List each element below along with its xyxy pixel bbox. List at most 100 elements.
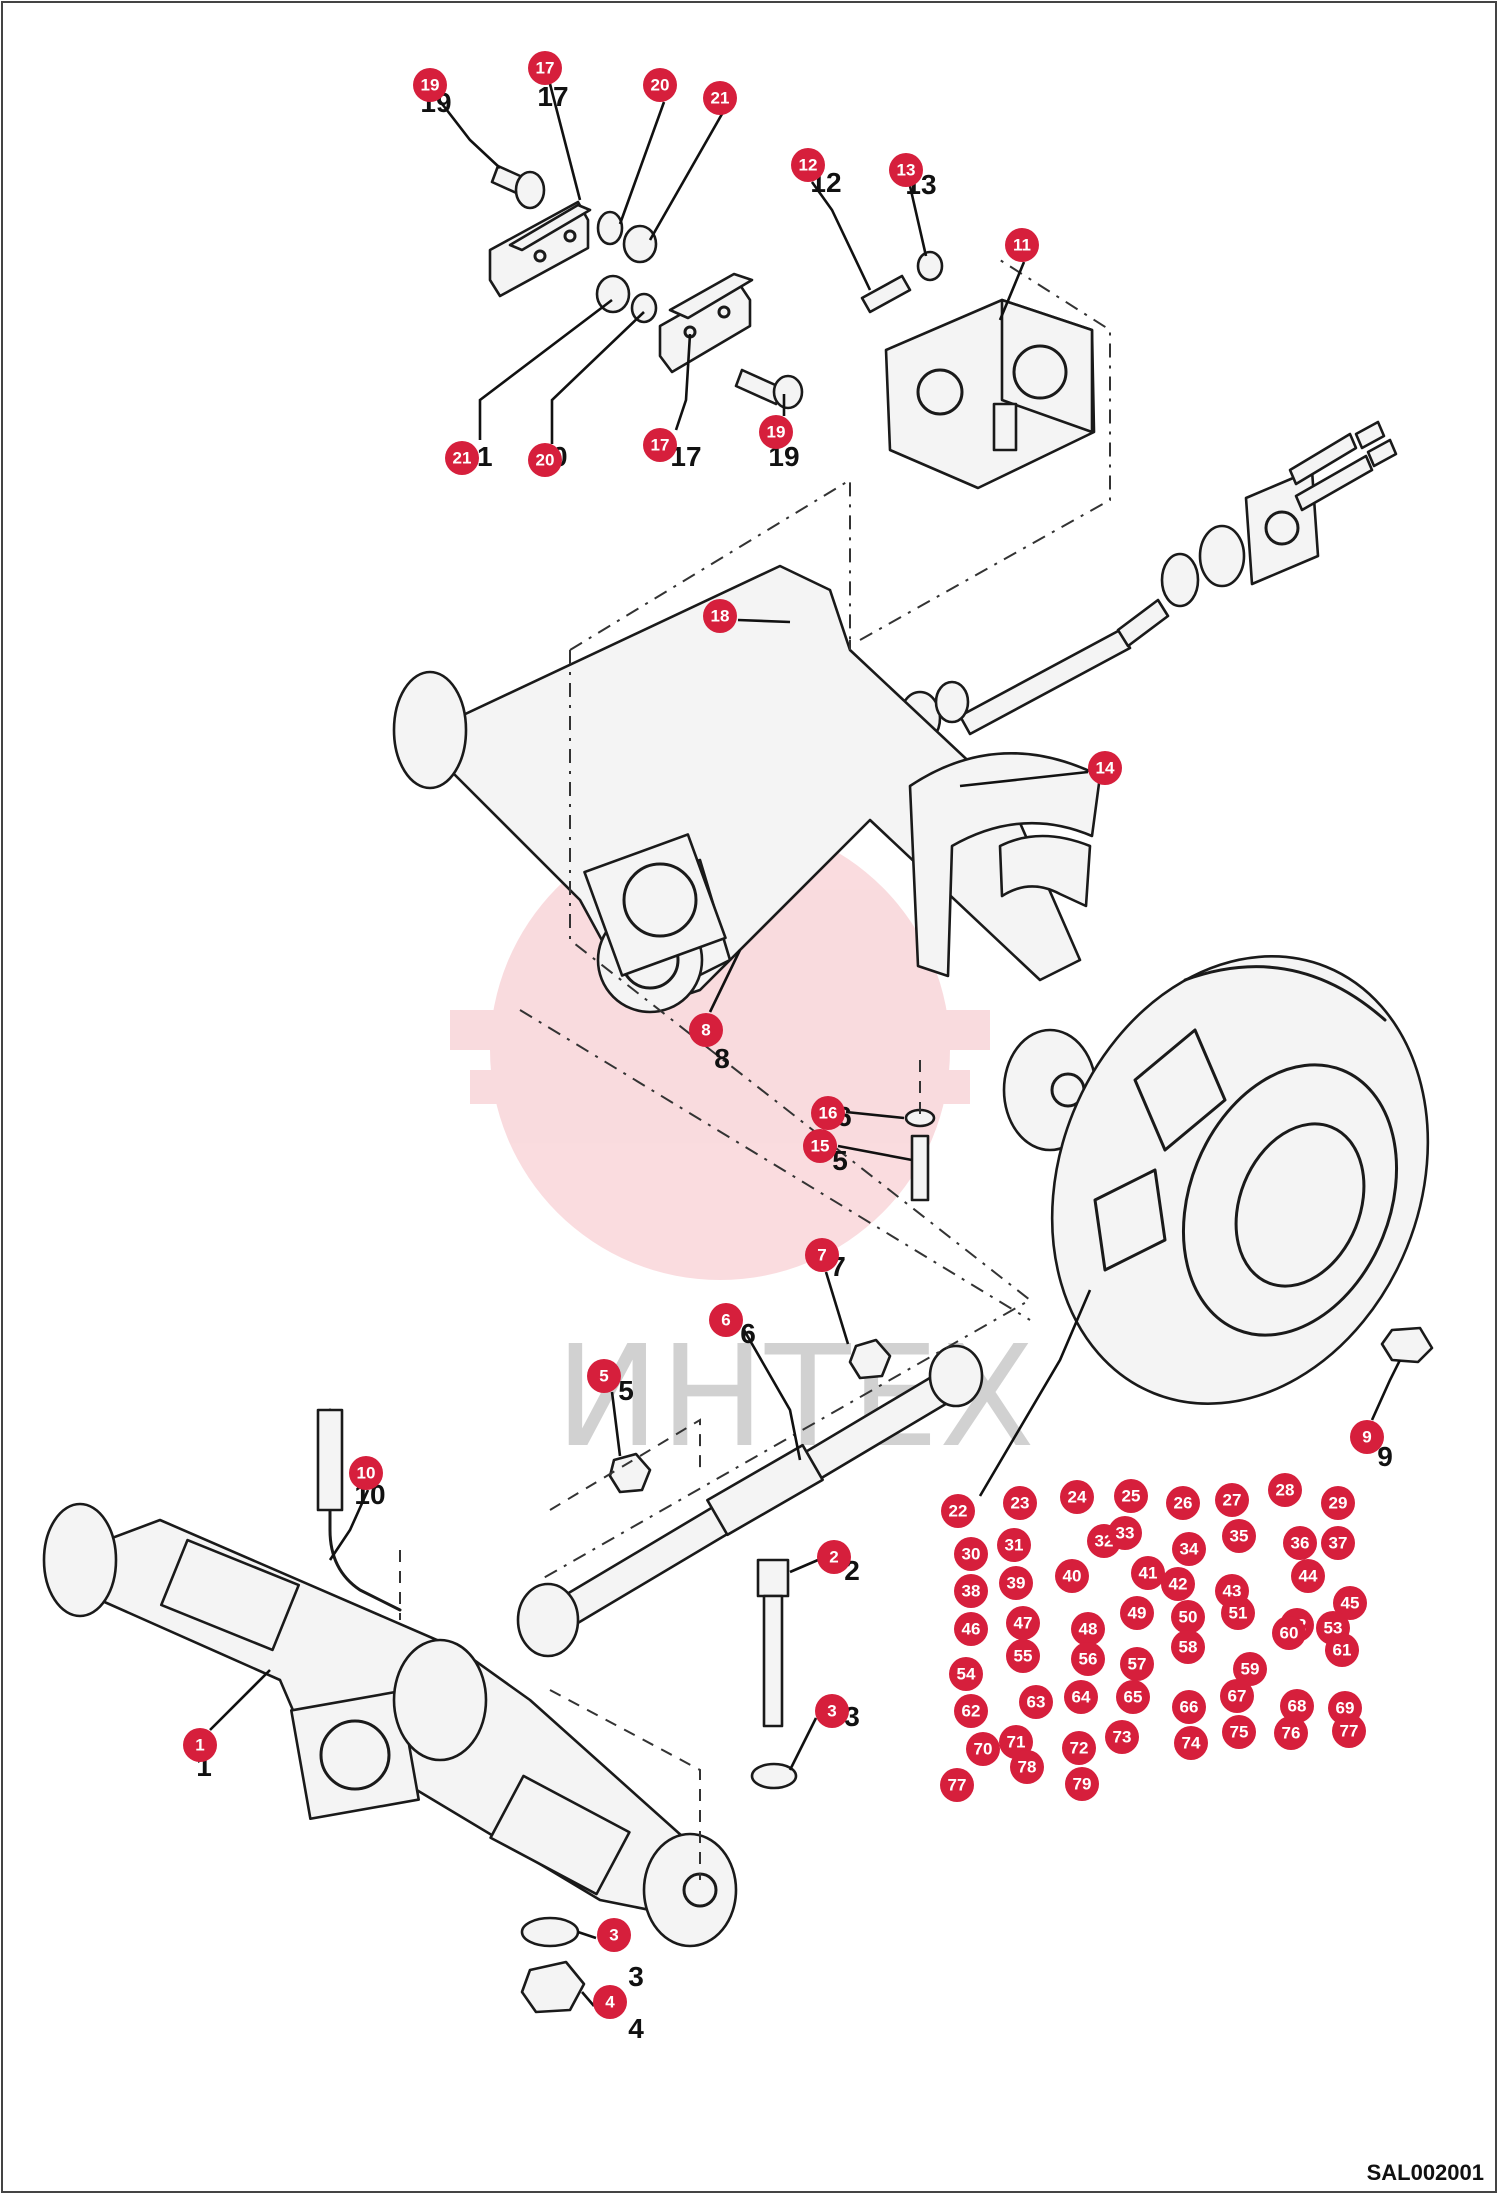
callout-badge[interactable]: 2 [817, 1540, 851, 1574]
callout-circle [1161, 1567, 1195, 1601]
callout-badge[interactable]: 77 [1332, 1714, 1366, 1748]
callout-badge[interactable]: 70 [966, 1732, 1000, 1766]
callout-badge[interactable]: 68 [1280, 1689, 1314, 1723]
callout-badge[interactable]: 62 [954, 1694, 988, 1728]
callout-number: 68 [1288, 1697, 1307, 1716]
callout-badge[interactable]: 17 [528, 51, 562, 85]
callout-circle [1233, 1652, 1267, 1686]
callout-badge[interactable]: 22 [941, 1494, 975, 1528]
callout-number: 54 [957, 1665, 976, 1684]
callout-badge[interactable]: 75 [1222, 1715, 1256, 1749]
part-label: 5 [618, 1375, 634, 1406]
callout-badge[interactable]: 41 [1131, 1556, 1165, 1590]
callout-number: 24 [1068, 1488, 1087, 1507]
callout-badge[interactable]: 24 [1060, 1480, 1094, 1514]
callout-badge[interactable]: 30 [954, 1537, 988, 1571]
callout-badge[interactable]: 39 [999, 1566, 1033, 1600]
callout-badge[interactable]: 9 [1350, 1420, 1384, 1454]
callout-badge[interactable]: 37 [1321, 1526, 1355, 1560]
callout-circle [445, 441, 479, 475]
callout-badge[interactable]: 19 [759, 415, 793, 449]
callout-badge[interactable]: 19 [413, 68, 447, 102]
callout-badge[interactable]: 74 [1174, 1726, 1208, 1760]
callout-badge[interactable]: 35 [1222, 1519, 1256, 1553]
callout-badge[interactable]: 18 [703, 599, 737, 633]
callout-badge[interactable]: 64 [1064, 1680, 1098, 1714]
callout-badge[interactable]: 61 [1325, 1633, 1359, 1667]
callout-badge[interactable]: 78 [1010, 1750, 1044, 1784]
callout-badge[interactable]: 47 [1006, 1606, 1040, 1640]
callout-badge[interactable]: 65 [1116, 1680, 1150, 1714]
callout-badge[interactable]: 21 [703, 81, 737, 115]
callout-circle [999, 1566, 1033, 1600]
callout-badge[interactable]: 42 [1161, 1567, 1195, 1601]
callout-badge[interactable]: 76 [1274, 1716, 1308, 1750]
callout-badge[interactable]: 77 [940, 1768, 974, 1802]
callout-badge[interactable]: 34 [1172, 1532, 1206, 1566]
callout-badge[interactable]: 54 [949, 1657, 983, 1691]
callout-number: 71 [1007, 1733, 1026, 1752]
callout-badge[interactable]: 20 [643, 68, 677, 102]
callout-badge[interactable]: 72 [1062, 1731, 1096, 1765]
callout-badge[interactable]: 1 [183, 1728, 217, 1762]
callout-circle [1006, 1639, 1040, 1673]
callout-badge[interactable]: 29 [1321, 1486, 1355, 1520]
callout-badge[interactable]: 48 [1071, 1612, 1105, 1646]
callout-number: 66 [1180, 1698, 1199, 1717]
callout-badge[interactable]: 3 [597, 1918, 631, 1952]
callout-badge[interactable]: 15 [803, 1129, 837, 1163]
callout-circle [954, 1574, 988, 1608]
callout-number: 28 [1276, 1481, 1295, 1500]
callout-circle [954, 1537, 988, 1571]
callout-badge[interactable]: 59 [1233, 1652, 1267, 1686]
callout-badge[interactable]: 27 [1215, 1483, 1249, 1517]
callout-badge[interactable]: 5 [587, 1359, 621, 1393]
callout-badge[interactable]: 33 [1108, 1516, 1142, 1550]
callout-badge[interactable]: 50 [1171, 1600, 1205, 1634]
callout-badge[interactable]: 25 [1114, 1479, 1148, 1513]
callout-badge[interactable]: 67 [1220, 1679, 1254, 1713]
callout-badge[interactable]: 7 [805, 1238, 839, 1272]
callout-badge[interactable]: 58 [1171, 1630, 1205, 1664]
callout-number: 63 [1027, 1693, 1046, 1712]
callout-badge[interactable]: 66 [1172, 1690, 1206, 1724]
callout-badge[interactable]: 63 [1019, 1685, 1053, 1719]
callout-badge[interactable]: 10 [349, 1456, 383, 1490]
callout-badge[interactable]: 51 [1221, 1596, 1255, 1630]
callout-circle [1166, 1486, 1200, 1520]
callout-badge[interactable]: 55 [1006, 1639, 1040, 1673]
callout-badge[interactable]: 73 [1105, 1720, 1139, 1754]
callout-badge[interactable]: 44 [1291, 1559, 1325, 1593]
callout-badge[interactable]: 79 [1065, 1767, 1099, 1801]
callout-badge[interactable]: 56 [1071, 1642, 1105, 1676]
callout-circle [1220, 1679, 1254, 1713]
callout-badge[interactable]: 23 [1003, 1486, 1037, 1520]
leader-line [478, 298, 613, 440]
callout-badge[interactable]: 36 [1283, 1526, 1317, 1560]
callout-badge[interactable]: 40 [1055, 1559, 1089, 1593]
callout-badge[interactable]: 11 [1005, 228, 1039, 262]
callout-badge[interactable]: 8 [689, 1013, 723, 1047]
callout-badge[interactable]: 49 [1120, 1596, 1154, 1630]
callout-circle [1116, 1680, 1150, 1714]
callout-badge[interactable]: 57 [1120, 1647, 1154, 1681]
callout-badge[interactable]: 20 [528, 443, 562, 477]
callout-badge[interactable]: 12 [791, 148, 825, 182]
callout-badge[interactable]: 21 [445, 441, 479, 475]
callout-badge[interactable]: 13 [889, 153, 923, 187]
callout-badge[interactable]: 17 [643, 428, 677, 462]
callout-badge[interactable]: 16 [811, 1096, 845, 1130]
callout-badge[interactable]: 45 [1333, 1586, 1367, 1620]
callout-number: 65 [1124, 1688, 1143, 1707]
callout-badge[interactable]: 46 [954, 1612, 988, 1646]
callout-badge[interactable]: 3 [815, 1694, 849, 1728]
callout-badge[interactable]: 38 [954, 1574, 988, 1608]
callout-badge[interactable]: 60 [1272, 1616, 1306, 1650]
callout-badge[interactable]: 31 [997, 1528, 1031, 1562]
callout-number: 55 [1014, 1647, 1033, 1666]
callout-badge[interactable]: 6 [709, 1303, 743, 1337]
callout-badge[interactable]: 4 [593, 1985, 627, 2019]
callout-badge[interactable]: 14 [1088, 751, 1122, 785]
callout-badge[interactable]: 28 [1268, 1473, 1302, 1507]
callout-badge[interactable]: 26 [1166, 1486, 1200, 1520]
